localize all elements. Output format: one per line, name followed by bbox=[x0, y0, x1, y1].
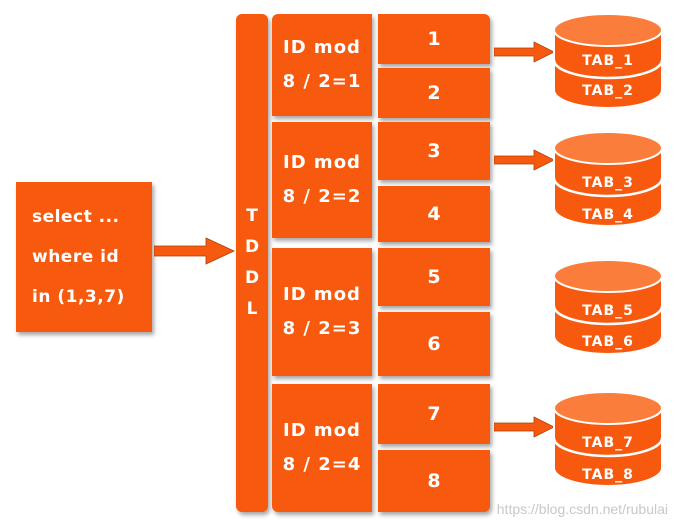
mod-rule-box: ID mod 8 / 2=3 bbox=[272, 248, 372, 376]
mod-rule-box: ID mod 8 / 2=2 bbox=[272, 122, 372, 238]
shard-number: 5 bbox=[427, 266, 441, 288]
route-arrow bbox=[494, 416, 555, 438]
table-label: TAB_5 bbox=[582, 303, 634, 319]
shard-box: 5 bbox=[378, 248, 490, 306]
table-label: TAB_6 bbox=[582, 334, 634, 350]
shard-box: 8 bbox=[378, 450, 490, 512]
shard-box: 4 bbox=[378, 186, 490, 242]
mod-rule-line: ID mod bbox=[283, 152, 361, 173]
query-line: select ... bbox=[32, 207, 120, 227]
route-arrow bbox=[494, 149, 555, 171]
shard-box: 7 bbox=[378, 384, 490, 444]
table-label: TAB_7 bbox=[582, 435, 634, 451]
shard-box: 2 bbox=[378, 68, 490, 118]
shard-number: 2 bbox=[427, 82, 441, 104]
query-line: where id bbox=[32, 247, 120, 267]
shard-box: 6 bbox=[378, 312, 490, 376]
table-label: TAB_1 bbox=[582, 53, 634, 69]
shard-number: 8 bbox=[427, 470, 441, 492]
query-line: in (1,3,7) bbox=[32, 287, 125, 307]
watermark: https://blog.csdn.net/rubulai bbox=[496, 501, 668, 517]
mod-rule-line: ID mod bbox=[283, 37, 361, 58]
shard-number: 7 bbox=[427, 403, 441, 425]
shard-box: 1 bbox=[378, 14, 490, 64]
shard-number: 1 bbox=[427, 28, 441, 50]
table-label: TAB_4 bbox=[582, 207, 634, 223]
shard-number: 3 bbox=[427, 140, 441, 162]
query-arrow bbox=[154, 237, 235, 265]
mod-rule-box: ID mod 8 / 2=4 bbox=[272, 384, 372, 512]
tddl-letter: T bbox=[246, 206, 258, 226]
mod-rule-line: 8 / 2=2 bbox=[282, 186, 362, 207]
shard-box: 3 bbox=[378, 122, 490, 180]
mod-rule-line: 8 / 2=4 bbox=[282, 454, 362, 475]
database-icon: TAB_5 TAB_6 bbox=[552, 258, 664, 360]
shard-number: 6 bbox=[427, 333, 441, 355]
database-icon: TAB_7 TAB_8 bbox=[552, 390, 664, 492]
mod-rule-line: ID mod bbox=[283, 420, 361, 441]
table-label: TAB_2 bbox=[582, 83, 634, 99]
mod-rule-line: 8 / 2=1 bbox=[282, 71, 362, 92]
query-box: select ... where id in (1,3,7) bbox=[16, 182, 152, 332]
table-label: TAB_8 bbox=[582, 467, 634, 483]
database-icon: TAB_1 TAB_2 bbox=[552, 12, 664, 114]
table-label: TAB_3 bbox=[582, 175, 634, 191]
mod-rule-line: 8 / 2=3 bbox=[282, 318, 362, 339]
mod-rule-box: ID mod 8 / 2=1 bbox=[272, 14, 372, 116]
tddl-bar: T D D L bbox=[236, 14, 268, 512]
route-arrow bbox=[494, 41, 555, 63]
shard-number: 4 bbox=[427, 203, 441, 225]
mod-rule-line: ID mod bbox=[283, 284, 361, 305]
database-icon: TAB_3 TAB_4 bbox=[552, 130, 664, 232]
tddl-letter: D bbox=[244, 237, 260, 257]
tddl-letter: L bbox=[246, 299, 258, 319]
tddl-letter: D bbox=[244, 268, 260, 288]
